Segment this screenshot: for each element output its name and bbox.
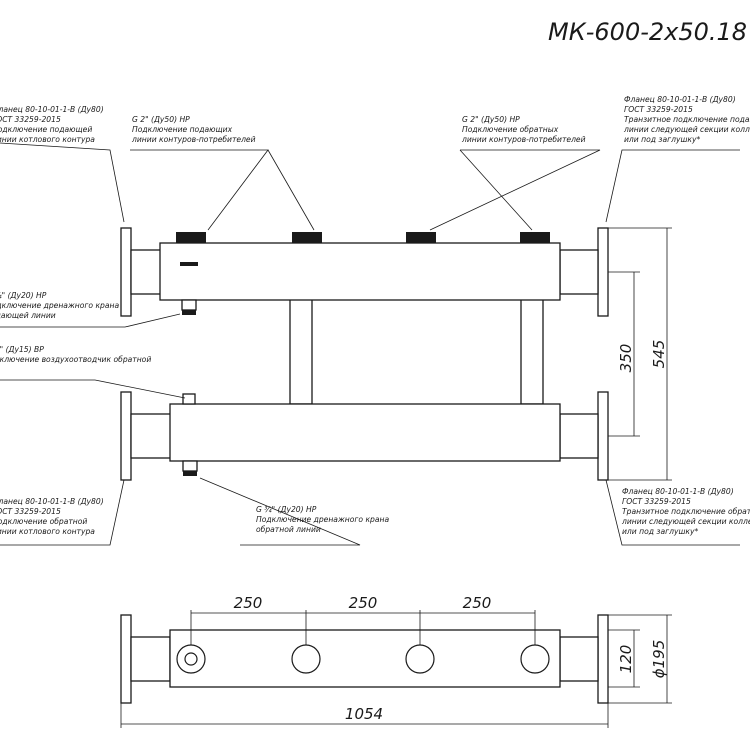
callout-supply-consumers: G 2" (Ду50) НР Подключение подающих лини… [131, 115, 256, 144]
dim-overall-length: 1054 [345, 705, 383, 723]
top-view-body [169, 629, 561, 688]
callout-flange-left-bottom: Фланец 80-10-01-1-В (Ду80) ГОСТ 33259-20… [0, 497, 106, 536]
dim-body-width: 120 [617, 645, 635, 674]
callout-flange-right-top: Фланец 80-10-01-1-В (Ду80) ГОСТ 33259-20… [623, 95, 750, 144]
air-vent-port [182, 393, 196, 405]
nameplate [180, 262, 198, 266]
pipe-left-top [130, 249, 162, 295]
top-view: 250 250 250 1054 120 ϕ195 [120, 594, 672, 728]
dim-pitch-3: 250 [463, 594, 492, 612]
pipe-right-top [559, 249, 599, 295]
callout-flange-right-bottom: Фланец 80-10-01-1-В (Ду80) ГОСТ 33259-20… [621, 487, 750, 536]
callout-drain-supply: G ¾" (Ду20) НР Подключение дренажного кр… [0, 291, 122, 320]
callouts: Фланец 80-10-01-1-В (Ду80) ГОСТ 33259-20… [0, 95, 750, 536]
dim-overall-height: 545 [650, 340, 668, 369]
top-view-flange-right [597, 614, 609, 704]
flange-right-top [597, 227, 609, 317]
model-title: МК-600-2х50.18 [548, 18, 747, 46]
return-nozzle-1 [406, 232, 436, 243]
drain-port-return [182, 460, 198, 472]
front-view: 350 545 [0, 142, 740, 546]
callout-flange-left-top: Фланец 80-10-01-1-В (Ду80) ГОСТ 33259-20… [0, 105, 106, 144]
drain-port-supply [181, 299, 197, 311]
pipe-right-bottom [559, 413, 599, 459]
connector-left [289, 297, 313, 405]
supply-header-body [159, 242, 561, 301]
flange-left-bottom [120, 391, 132, 481]
dim-flange-diameter: ϕ195 [650, 640, 668, 679]
supply-nozzle-2 [292, 232, 322, 243]
dim-pipe-spacing: 350 [617, 344, 635, 373]
supply-nozzle-1 [176, 232, 206, 243]
dim-pitch-2: 250 [349, 594, 378, 612]
pipe-left-bottom [130, 413, 172, 459]
connector-right [520, 297, 544, 405]
callout-air-vent: G ½" (Ду15) ВР Подключение воздухоотводч… [0, 345, 151, 364]
dim-pitch-1: 250 [234, 594, 263, 612]
return-header-body [169, 403, 561, 462]
callout-return-consumers: G 2" (Ду50) НР Подключение обратных лини… [461, 115, 586, 144]
return-nozzle-2 [520, 232, 550, 243]
top-view-flange-left [120, 614, 132, 704]
callout-drain-return: G ¾" (Ду20) НР Подключение дренажного кр… [256, 505, 392, 534]
flange-right-bottom [597, 391, 609, 481]
flange-left-top [120, 227, 132, 317]
